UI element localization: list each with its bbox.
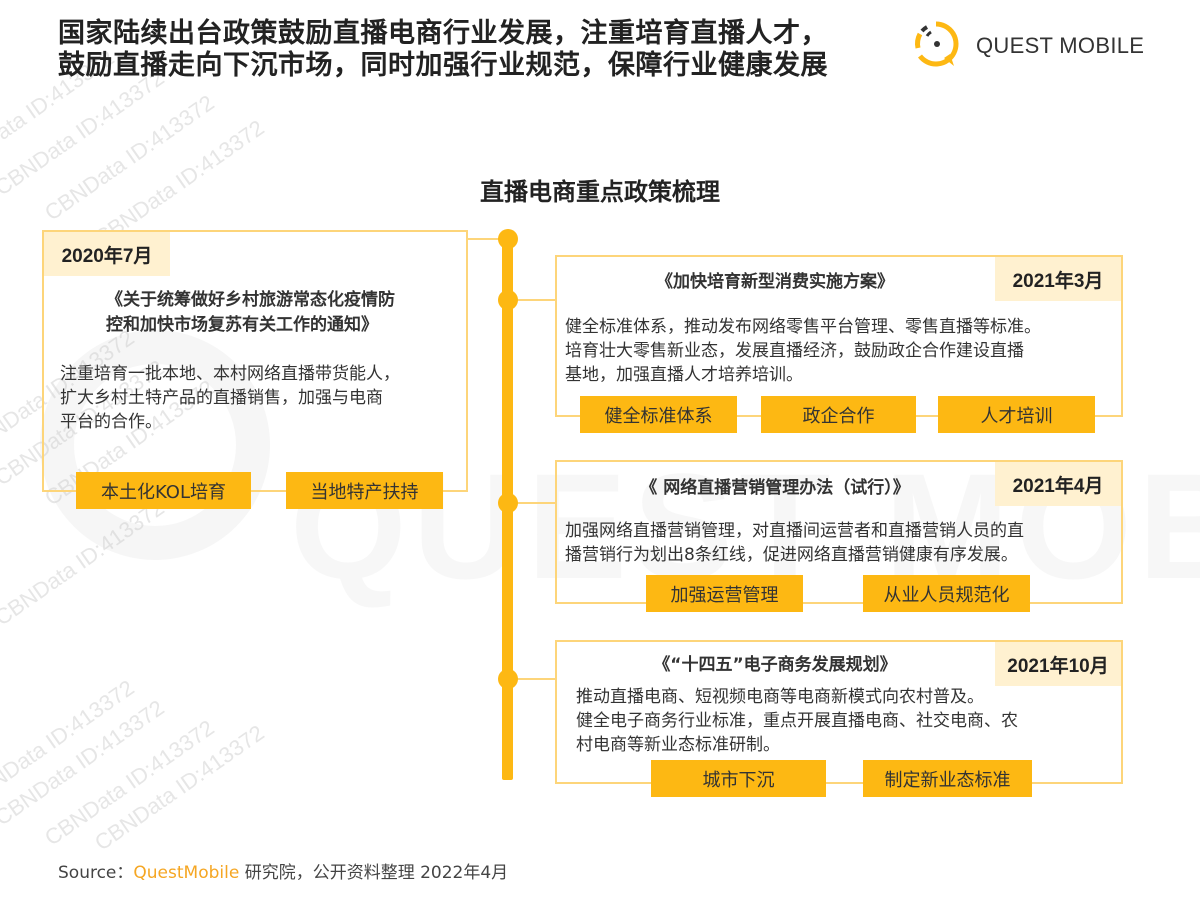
section-title: 直播电商重点政策梳理: [480, 178, 720, 206]
date-tag: 2021年4月: [995, 462, 1121, 506]
logo-text: QUEST MOBILE: [976, 33, 1145, 58]
source-rest: 研究院，公开资料整理 2022年4月: [239, 863, 509, 883]
source-label: Source：: [58, 863, 134, 883]
watermark-text: CBNData ID:413372: [0, 694, 169, 831]
quest-mobile-logo-icon: [910, 18, 968, 74]
policy-description: 加强网络直播营销管理，对直播间运营者和直播营销人员的直 播营销行为划出8条红线，…: [565, 521, 1024, 565]
watermark-text: CBNData ID:413372: [0, 674, 139, 811]
tag-chip: 制定新业态标准: [863, 760, 1032, 797]
quest-mobile-logo: QUEST MOBILE: [910, 18, 1144, 74]
tag-chip: 加强运营管理: [646, 575, 803, 612]
timeline-dot: [498, 493, 518, 513]
connector-line: [513, 678, 557, 680]
policy-card-2021-10: [555, 640, 1123, 784]
policy-card-2020-07: [42, 230, 468, 492]
tag-chip: 当地特产扶持: [286, 472, 443, 509]
date-tag: 2021年10月: [995, 642, 1121, 686]
date-tag: 2021年3月: [995, 257, 1121, 301]
connector-line: [513, 502, 557, 504]
date-tag: 2020年7月: [44, 232, 170, 276]
tag-chip: 本土化KOL培育: [76, 472, 251, 509]
source-brand: QuestMobile: [133, 863, 240, 883]
policy-card-2021-04: [555, 460, 1123, 604]
connector-line: [466, 238, 502, 240]
policy-title: 《“十四五”电子商务发展规划》: [653, 655, 897, 675]
tag-chip: 从业人员规范化: [863, 575, 1030, 612]
timeline-dot: [498, 229, 518, 249]
source-note: Source：QuestMobile 研究院，公开资料整理 2022年4月: [58, 858, 508, 883]
page-title-line-2: 鼓励直播走向下沉市场，同时加强行业规范，保障行业健康发展: [58, 50, 828, 81]
policy-title: 《加快培育新型消费实施方案》: [656, 272, 894, 292]
connector-line: [513, 299, 557, 301]
tag-chip: 城市下沉: [651, 760, 826, 797]
policy-description: 注重培育一批本地、本村网络直播带货能人， 扩大乡村土特产品的直播销售，加强与电商…: [60, 364, 400, 432]
tag-chip: 健全标准体系: [580, 396, 737, 433]
policy-description: 健全标准体系，推动发布网络零售平台管理、零售直播等标准。 培育壮大零售新业态，发…: [565, 317, 1041, 385]
watermark-text: CBNData ID:413372: [90, 719, 269, 856]
policy-description: 推动直播电商、短视频电商等电商新模式向农村普及。 健全电子商务行业标准，重点开展…: [576, 687, 1018, 755]
watermark-text: CBNData ID:413372: [0, 494, 169, 631]
policy-title: 《关于统筹做好乡村旅游常态化疫情防 控和加快市场复苏有关工作的通知》: [106, 290, 395, 335]
page-title: 国家陆续出台政策鼓励直播电商行业发展，注重培育直播人才， 鼓励直播走向下沉市场，…: [58, 18, 828, 82]
policy-title: 《 网络直播营销管理办法（试行）》: [640, 478, 910, 498]
tag-chip: 人才培训: [938, 396, 1095, 433]
page-title-line-1: 国家陆续出台政策鼓励直播电商行业发展，注重培育直播人才，: [58, 18, 828, 49]
tag-chip: 政企合作: [761, 396, 916, 433]
timeline-dot: [498, 290, 518, 310]
timeline-dot: [498, 669, 518, 689]
watermark-text: CBNData ID:413372: [40, 714, 219, 851]
